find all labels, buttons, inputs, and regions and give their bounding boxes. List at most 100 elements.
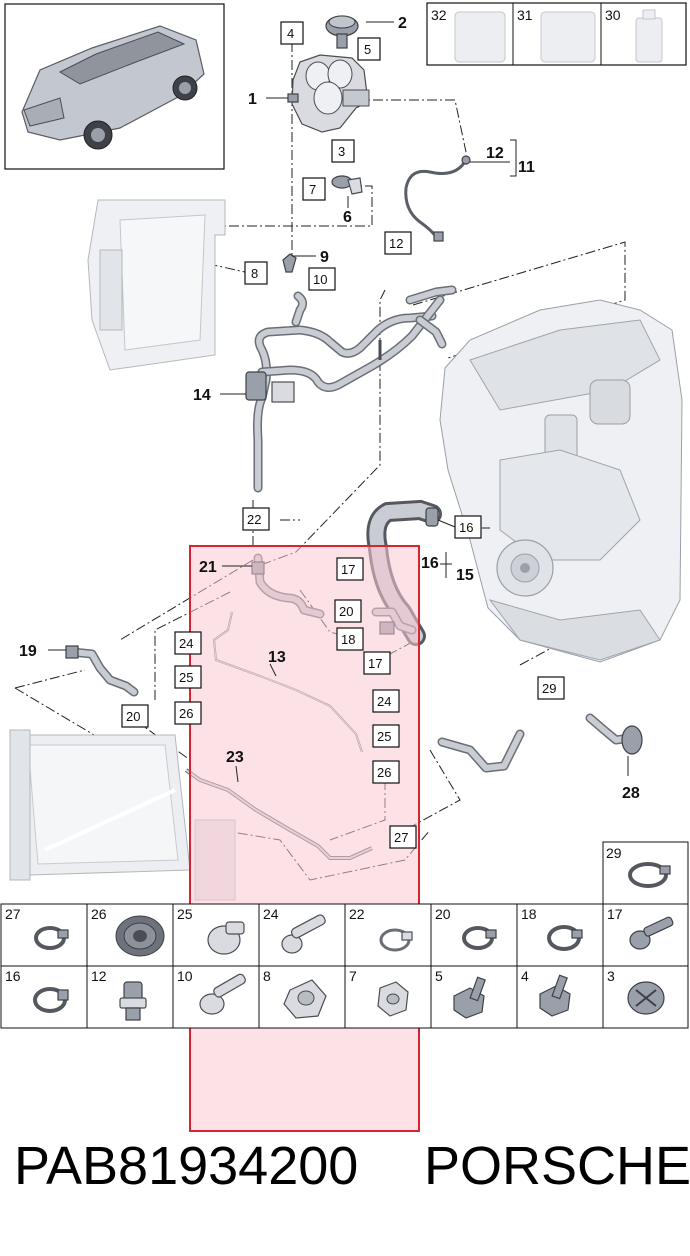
svg-text:8: 8	[251, 266, 258, 281]
boxed-label-18: 18	[336, 627, 364, 651]
grid-label-26: 26	[91, 906, 107, 922]
boxed-label-27: 27	[389, 825, 417, 849]
boxed-label-20-upper: 20	[334, 599, 362, 623]
boxed-label-24-left: 24	[174, 631, 202, 655]
coolant-hose-27	[437, 729, 525, 773]
svg-text:7: 7	[309, 182, 316, 197]
part-number: PAB81934200	[14, 1136, 358, 1196]
svg-text:20: 20	[126, 709, 140, 724]
boxed-label-7: 7	[302, 177, 326, 201]
expansion-tank	[287, 15, 370, 133]
hose-clamp-icon	[462, 926, 497, 950]
radiator-support	[87, 199, 226, 371]
callout-28: 28	[622, 785, 640, 802]
svg-text:12: 12	[389, 236, 403, 251]
consumable-label-31: 31	[517, 7, 533, 23]
grid-label-24: 24	[263, 906, 279, 922]
svg-text:4: 4	[287, 26, 294, 41]
svg-text:26: 26	[179, 706, 193, 721]
callout-15: 15	[456, 567, 474, 584]
grid-label-25: 25	[177, 906, 193, 922]
consumable-label-32: 32	[431, 7, 447, 23]
svg-text:10: 10	[313, 272, 327, 287]
svg-text:20: 20	[339, 604, 353, 619]
grid-label-16: 16	[5, 968, 21, 984]
callout-leaders	[48, 21, 629, 783]
callout-6: 6	[343, 209, 352, 226]
hose-clamp-icon	[379, 928, 413, 952]
engine-block	[439, 299, 683, 663]
callout-numbers: 1 2 6 9 12 11 14 21 16 15 19 13 23 28	[19, 15, 640, 802]
boxed-label-16: 16	[454, 515, 482, 539]
svg-text:29: 29	[542, 681, 556, 696]
grid-row-2: 16 12 10 8 7 5 4 3	[0, 965, 689, 1029]
consumables-box: 32 31 30	[426, 2, 687, 66]
grid-label-8: 8	[263, 968, 271, 984]
svg-text:17: 17	[368, 656, 382, 671]
boxed-label-17-upper: 17	[336, 557, 364, 581]
svg-text:25: 25	[377, 729, 391, 744]
boxed-label-29: 29	[537, 676, 565, 700]
svg-text:24: 24	[377, 694, 391, 709]
grid-label-3: 3	[607, 968, 615, 984]
svg-text:17: 17	[341, 562, 355, 577]
svg-text:22: 22	[247, 512, 261, 527]
callout-11: 11	[518, 159, 535, 176]
grid-label-4: 4	[521, 968, 529, 984]
boxed-label-25-right: 25	[372, 724, 400, 748]
grid-label-17: 17	[607, 906, 623, 922]
consumable-label-30: 30	[605, 7, 621, 23]
svg-text:5: 5	[364, 42, 371, 57]
boxed-label-8: 8	[244, 261, 268, 285]
vehicle-thumbnail	[4, 3, 225, 170]
grid-label-12: 12	[91, 968, 107, 984]
bolt-icon	[199, 973, 246, 1015]
coolant-hose-19	[65, 645, 139, 697]
callout-1: 1	[248, 91, 257, 108]
grid-label-20: 20	[435, 906, 451, 922]
hose-clamp-icon	[33, 987, 69, 1013]
boxed-label-22: 22	[242, 507, 270, 531]
boxed-label-3: 3	[331, 139, 355, 163]
nut-icon	[283, 979, 327, 1019]
callout-19: 19	[19, 643, 37, 660]
callout-23: 23	[226, 749, 244, 766]
nut-icon	[377, 981, 409, 1017]
boxed-label-26-right: 26	[372, 760, 400, 784]
grid-row-1: 27 26 25 24 22 20 18 17	[0, 903, 689, 967]
boxed-label-26-left: 26	[174, 701, 202, 725]
grid-label-29: 29	[606, 845, 622, 861]
grid-label-7: 7	[349, 968, 357, 984]
bolt-icon	[539, 974, 571, 1017]
boxed-label-24-right: 24	[372, 689, 400, 713]
grid-label-18: 18	[521, 906, 537, 922]
boxed-label-25-left: 25	[174, 665, 202, 689]
boxed-labels: 4 5 3 7 8 10 12 22 16 17 20 18 17 24 25 …	[121, 21, 565, 849]
hose-clamp-icon	[34, 926, 69, 950]
boxed-label-20-left: 20	[121, 704, 149, 728]
svg-text:26: 26	[377, 765, 391, 780]
callout-2: 2	[398, 15, 407, 32]
callout-13: 13	[268, 649, 286, 666]
coolant-hose-28	[585, 713, 643, 755]
svg-text:3: 3	[338, 144, 345, 159]
bolt-icon	[207, 921, 245, 955]
callout-12: 12	[486, 145, 504, 162]
boxed-label-12: 12	[384, 231, 412, 255]
callout-16: 16	[421, 555, 439, 572]
svg-text:25: 25	[179, 670, 193, 685]
bolt-icon	[629, 916, 674, 950]
highlight-region	[189, 545, 420, 1132]
boxed-label-5: 5	[357, 37, 381, 61]
svg-text:24: 24	[179, 636, 193, 651]
hardware-grid: 29 27 26 25 24 22 20 18 17	[0, 841, 689, 1029]
callout-9: 9	[320, 249, 329, 266]
coolant-can-icon	[454, 9, 663, 63]
svg-text:18: 18	[341, 632, 355, 647]
boxed-label-17-lower: 17	[363, 651, 391, 675]
clip-parts	[282, 175, 363, 273]
grid-label-27: 27	[5, 906, 21, 922]
callout-14: 14	[193, 387, 211, 404]
grid-label-22: 22	[349, 906, 365, 922]
